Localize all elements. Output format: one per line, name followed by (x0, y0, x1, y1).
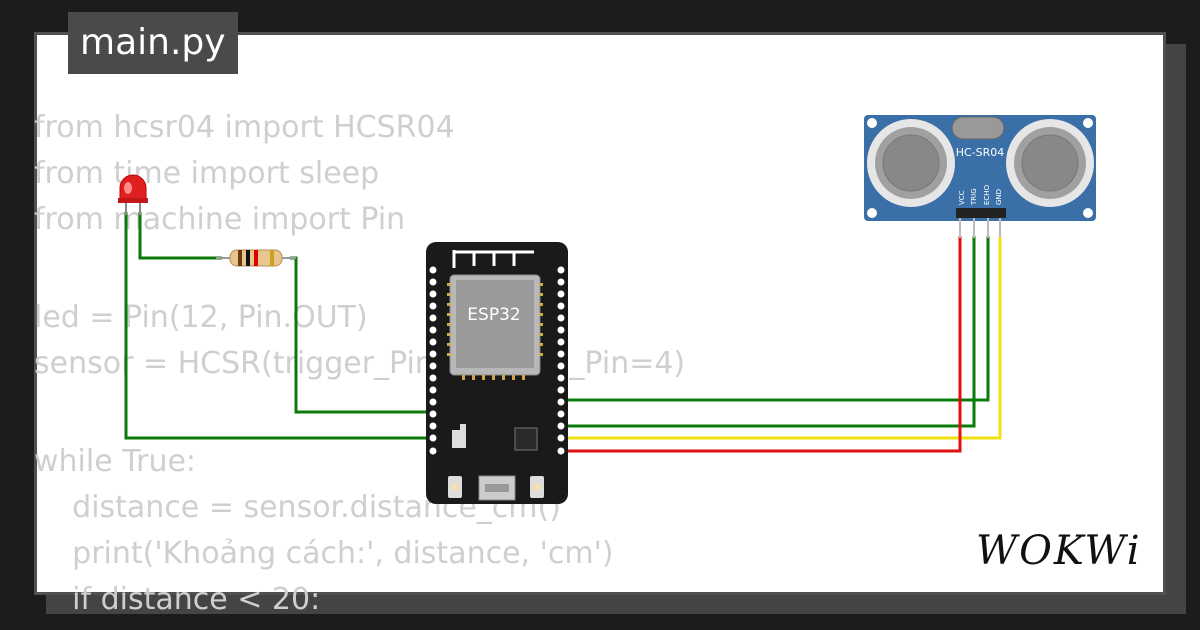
wire-led-gnd (124, 212, 432, 440)
sensor-pin-trig: TRIG (970, 188, 978, 206)
esp32-label: ESP32 (467, 305, 520, 325)
code-line-1: from hcsr04 import HCSR04 (34, 110, 455, 145)
hcsr04-sensor[interactable]: HC-SR04 VCC TRIG ECHO GND (864, 115, 1096, 238)
code-line-2: from time import sleep (34, 156, 380, 191)
sensor-pin-gnd: GND (995, 189, 1003, 205)
antenna-icon (452, 250, 534, 268)
wire-led-resistor (138, 212, 222, 260)
code-line-11: if distance < 20: (34, 582, 321, 617)
wokwi-logo: WOKWi (976, 528, 1142, 574)
esp32-board[interactable]: ESP32 (426, 242, 568, 504)
sensor-label: HC-SR04 (956, 146, 1005, 159)
resistor-component[interactable] (216, 249, 296, 267)
sensor-pin-vcc: VCC (958, 190, 966, 205)
code-line-3: from machine import Pin (34, 202, 406, 237)
sensor-pin-echo: ECHO (983, 184, 991, 205)
wire-vcc (562, 236, 962, 453)
wire-trig (562, 236, 976, 428)
code-line-8: while True: (34, 444, 197, 479)
file-tab-main-py[interactable]: main.py (68, 12, 238, 74)
code-line-5: led = Pin(12, Pin.OUT) (34, 300, 368, 335)
led-component[interactable] (118, 174, 148, 215)
code-line-10: print('Khoảng cách:', distance, 'cm') (34, 536, 614, 571)
wire-gnd-sensor (562, 236, 1002, 440)
wire-echo (562, 236, 990, 402)
wire-resistor-d12 (290, 256, 432, 414)
